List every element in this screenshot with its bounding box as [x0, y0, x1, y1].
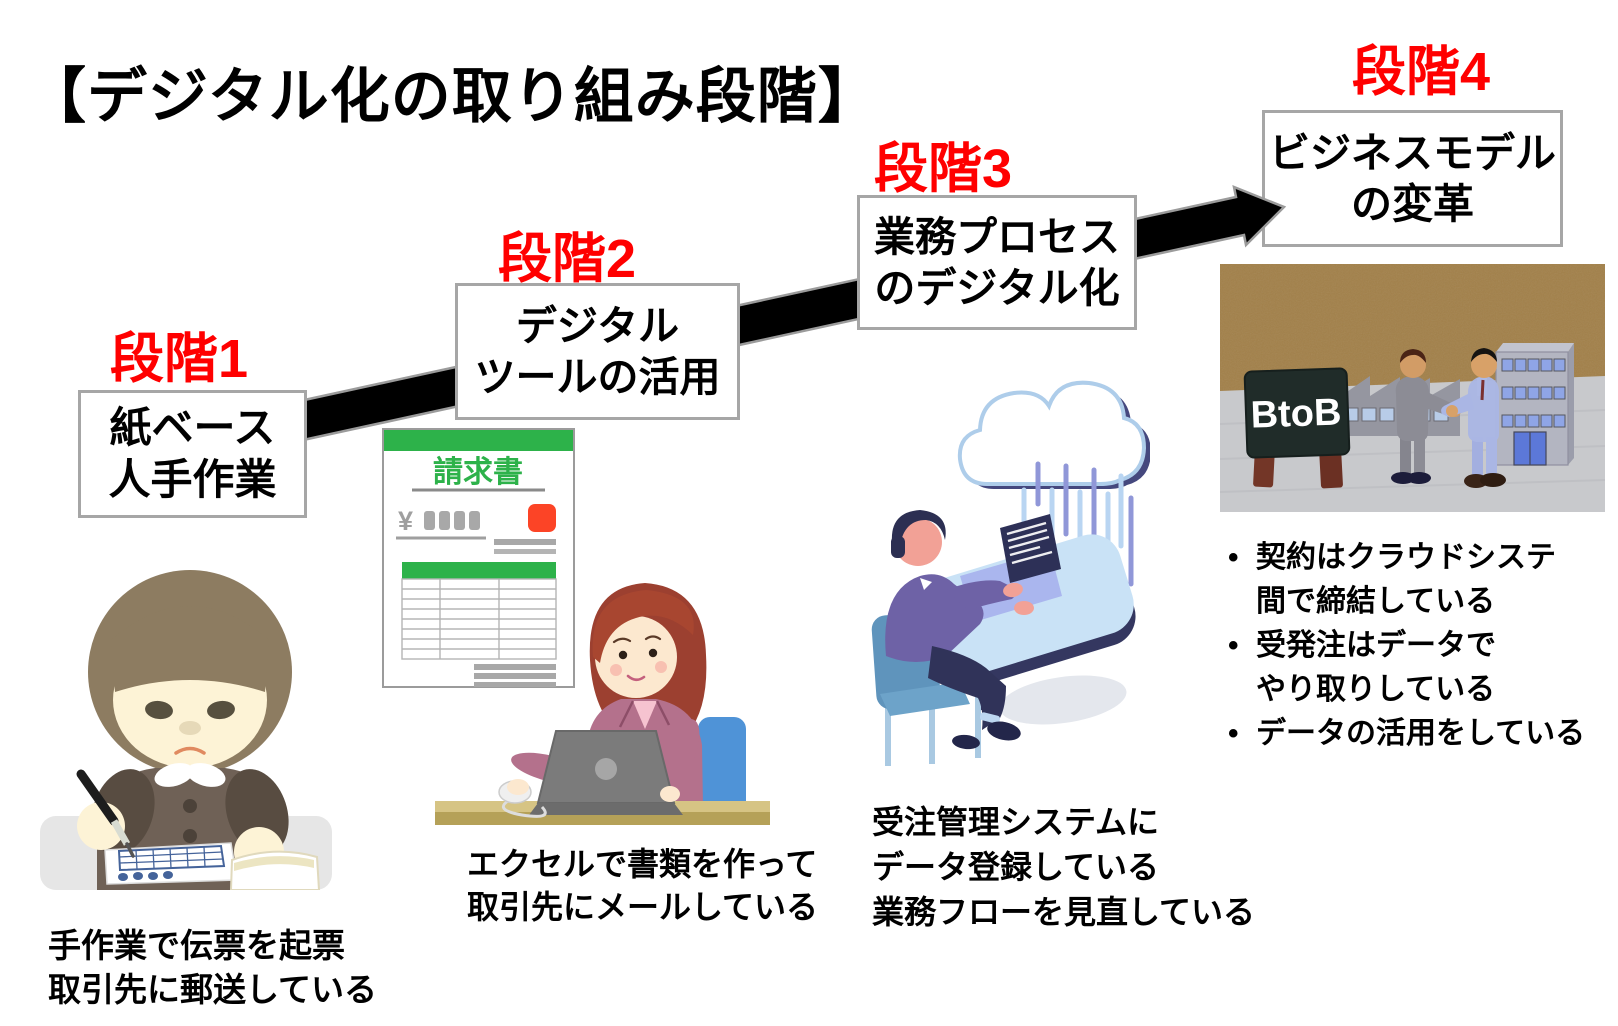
left-eye-icon — [618, 650, 628, 660]
btob-miniature-photo: BtoB — [1220, 264, 1605, 512]
cloud-icon — [957, 380, 1147, 486]
stage1-label: 段階1 — [110, 329, 249, 389]
right-hand — [660, 786, 680, 802]
frown-mouth — [174, 746, 206, 755]
stage3-caption: 受注管理システムに データ登録している 業務フローを見直している — [872, 804, 1256, 930]
eyebrows — [612, 635, 662, 644]
right-blush — [655, 661, 667, 673]
businessman-left — [1391, 349, 1461, 484]
currency-symbol: ¥ — [398, 506, 413, 536]
woman-at-laptop-illustration — [435, 583, 770, 825]
stage4-bullet-list: 契約はクラウドシステ 間で締結している 受発注はデータで やり取りしている デー… — [1226, 536, 1618, 756]
slip-dots — [118, 871, 173, 881]
right-eye-icon — [207, 700, 235, 720]
laptop-base — [529, 803, 683, 815]
invoice-title: 請求書 — [433, 456, 523, 489]
jacket-lapels — [618, 700, 671, 728]
btob-sign-text: BtoB — [1250, 391, 1342, 436]
stage2-caption: エクセルで書類を作って 取引先にメールしている — [467, 846, 819, 925]
floor-shadow — [999, 675, 1127, 725]
book-shading — [234, 856, 314, 871]
button-top — [183, 799, 197, 813]
right-eye-icon — [648, 648, 658, 658]
invoice-document-illustration: 請求書 ¥ — [382, 428, 575, 688]
handwriting-person-illustration — [40, 570, 332, 890]
slip-grid-border — [117, 844, 226, 872]
left-eye-icon — [145, 700, 173, 720]
hair-fringe — [592, 590, 694, 663]
stage1-box: 紙ベース 人手作業 — [78, 390, 307, 518]
page-title: 【デジタル化の取り組み段階】 — [26, 63, 879, 130]
table-grid — [401, 578, 557, 660]
bullet-item-data-use: データの活用をしている — [1226, 712, 1618, 756]
laptop-logo — [595, 758, 617, 780]
stage2-box: デジタル ツールの活用 — [455, 283, 740, 420]
footer-bars — [474, 664, 556, 687]
invoice-top-bar — [384, 430, 573, 451]
mouse-cable — [502, 795, 547, 818]
detail-line-2 — [494, 549, 556, 554]
office-building — [1495, 343, 1574, 466]
photo-scene: BtoB — [1220, 264, 1605, 512]
stage1-caption: 手作業で伝票を起票 取引先に郵送している — [48, 927, 378, 1008]
stage3-label: 段階3 — [874, 139, 1013, 199]
stage4-box: ビジネスモデル の変革 — [1262, 110, 1563, 247]
amount-digits — [424, 511, 480, 530]
stage4-label: 段階4 — [1352, 42, 1491, 102]
stamp-icon — [528, 504, 556, 532]
detail-line-1 — [494, 539, 556, 545]
blouse — [633, 701, 657, 729]
hair-fringe — [111, 606, 269, 692]
right-arm — [660, 719, 700, 787]
button-bottom — [183, 829, 197, 843]
businessman-right — [1441, 348, 1506, 488]
bullet-item-orders: 受発注はデータで やり取りしている — [1226, 624, 1618, 712]
smile-mouth — [626, 674, 646, 682]
invoice-paper — [382, 428, 575, 688]
table-header-bar — [402, 562, 556, 579]
collar-left — [154, 763, 194, 787]
screen-text-lines — [1006, 521, 1053, 565]
slip-grid-lines — [118, 846, 224, 870]
stage3-box: 業務プロセス のデジタル化 — [857, 195, 1137, 330]
pen-icon — [76, 769, 135, 858]
btob-sign: BtoB — [1243, 367, 1351, 489]
left-hand — [507, 779, 529, 795]
left-blush — [610, 664, 622, 676]
cloud-system-illustration — [871, 380, 1150, 766]
nose — [179, 721, 201, 735]
office-chair — [698, 717, 746, 823]
bullet-item-contracts: 契約はクラウドシステ 間で締結している — [1226, 536, 1618, 624]
stage2-label: 段階2 — [498, 229, 637, 289]
seated-man — [885, 510, 1034, 750]
collar-right — [186, 763, 226, 787]
